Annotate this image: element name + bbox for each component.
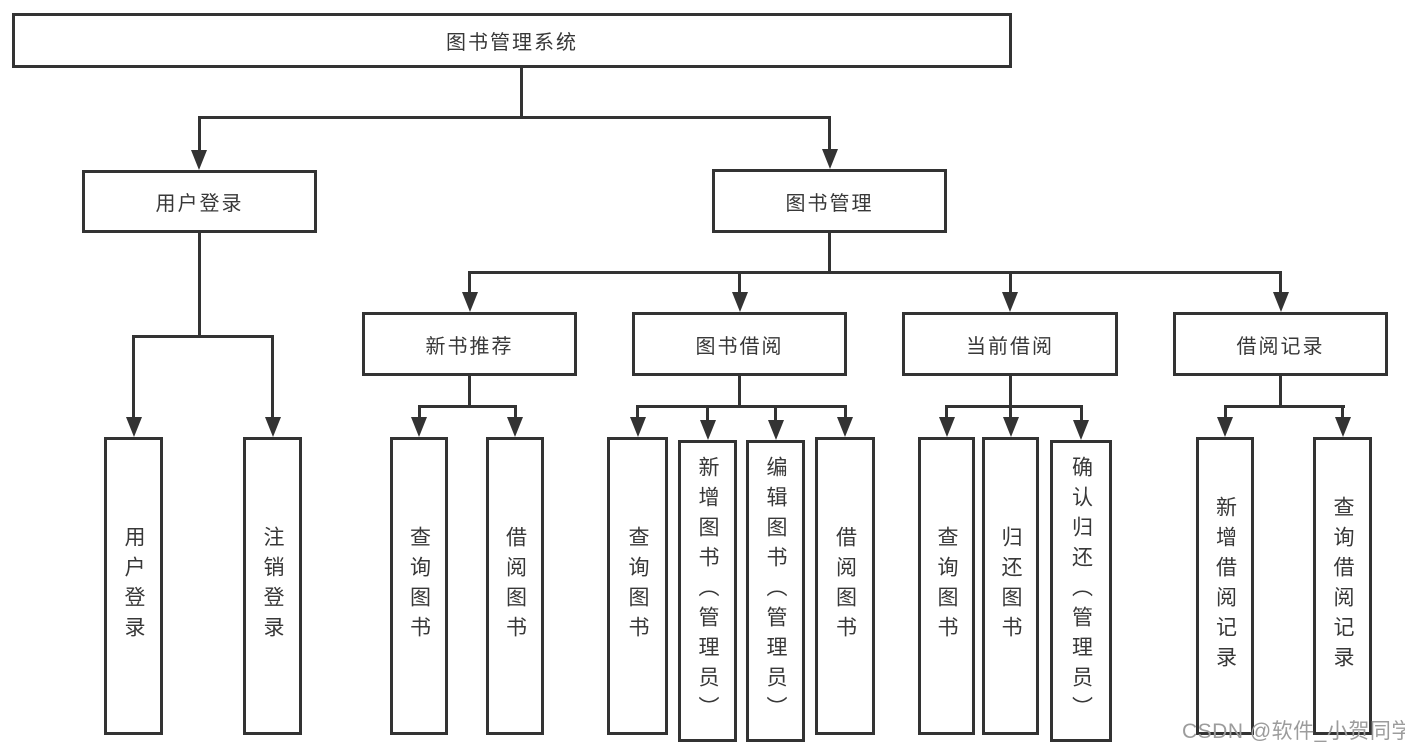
connector-to-borrow-records xyxy=(1279,272,1282,292)
arrow-to-user-login xyxy=(191,150,207,170)
arrow-to-borrow-book xyxy=(837,417,853,437)
csdn-watermark: CSDN @软件_小贺同学 xyxy=(1182,720,1405,743)
node-book-management: 图书管理 xyxy=(712,169,947,233)
connector-to-newrec-borrow xyxy=(513,406,517,417)
node-book-borrow-label: 图书借阅 xyxy=(695,335,784,358)
leaf-add-book-admin-label: 新增图书（管理员） xyxy=(696,456,719,726)
leaf-current-query-book-label: 查询图书 xyxy=(935,526,958,646)
leaf-add-book-admin: 新增图书（管理员） xyxy=(678,440,737,742)
leaf-edit-book-admin-label: 编辑图书（管理员） xyxy=(764,456,787,726)
arrow-to-leaf-user-login xyxy=(125,417,142,437)
connector-to-leaf-logout xyxy=(271,336,274,417)
arrow-to-current-query xyxy=(938,417,955,437)
connector-to-query-record xyxy=(1341,406,1344,417)
leaf-logout: 注销登录 xyxy=(243,437,302,735)
connector-to-newrec-query xyxy=(417,406,421,417)
leaf-add-borrow-record-label: 新增借阅记录 xyxy=(1213,496,1237,676)
connector-current-split xyxy=(945,404,1083,408)
connector-to-return-book xyxy=(1009,406,1012,417)
node-user-login: 用户登录 xyxy=(82,170,317,233)
node-current-borrow-label: 当前借阅 xyxy=(966,335,1054,358)
connector-records-split xyxy=(1223,404,1345,408)
arrow-to-new-book-recommend xyxy=(461,292,478,312)
node-current-borrow: 当前借阅 xyxy=(902,312,1118,376)
arrow-to-newrec-query xyxy=(411,417,427,437)
arrow-to-newrec-borrow xyxy=(507,417,523,437)
node-borrow-records-label: 借阅记录 xyxy=(1236,335,1325,358)
arrow-to-book-borrow xyxy=(731,292,748,312)
connector-newrec-stub xyxy=(468,376,471,406)
connector-borrow-stub xyxy=(738,376,741,406)
leaf-add-borrow-record: 新增借阅记录 xyxy=(1196,437,1254,735)
connector-to-borrow-book xyxy=(843,406,847,417)
arrow-to-leaf-logout xyxy=(264,417,281,437)
arrow-to-book-management xyxy=(821,149,838,169)
leaf-query-borrow-record-label: 查询借阅记录 xyxy=(1331,496,1354,676)
connector-to-add-book xyxy=(706,406,709,420)
leaf-borrow-query-book-label: 查询图书 xyxy=(626,526,649,646)
connector-newrec-split xyxy=(417,404,517,408)
connector-to-borrow-query xyxy=(636,406,639,417)
arrow-to-return-book xyxy=(1002,417,1019,437)
leaf-current-query-book: 查询图书 xyxy=(918,437,975,735)
arrow-to-confirm-return xyxy=(1073,420,1089,440)
connector-login-split xyxy=(132,334,274,338)
leaf-newrec-borrow-book: 借阅图书 xyxy=(486,437,544,735)
connector-root-split xyxy=(197,115,831,119)
node-root-system: 图书管理系统 xyxy=(12,13,1012,68)
arrow-to-edit-book xyxy=(767,420,784,440)
leaf-borrow-borrow-book-label: 借阅图书 xyxy=(833,526,857,646)
leaf-user-login-label: 用户登录 xyxy=(122,526,145,646)
connector-to-new-book-recommend xyxy=(468,272,471,292)
connector-to-book-management xyxy=(828,117,831,149)
node-book-borrow: 图书借阅 xyxy=(632,312,847,376)
connector-login-stub xyxy=(198,233,201,336)
leaf-user-login: 用户登录 xyxy=(104,437,163,735)
connector-to-current-borrow xyxy=(1008,272,1012,292)
leaf-borrow-query-book: 查询图书 xyxy=(607,437,668,735)
arrow-to-query-record xyxy=(1334,417,1351,437)
connector-borrow-split xyxy=(636,404,847,408)
arrow-to-current-borrow xyxy=(1002,292,1018,312)
connector-records-stub xyxy=(1279,376,1282,406)
leaf-logout-label: 注销登录 xyxy=(261,526,284,646)
arrow-to-add-book xyxy=(699,420,716,440)
node-new-book-recommend: 新书推荐 xyxy=(362,312,577,376)
connector-to-add-record xyxy=(1223,406,1227,417)
connector-mgmt-split xyxy=(468,270,1282,274)
node-borrow-records: 借阅记录 xyxy=(1173,312,1388,376)
arrow-to-borrow-records xyxy=(1272,292,1289,312)
leaf-return-book-label: 归还图书 xyxy=(999,526,1022,646)
leaf-return-book: 归还图书 xyxy=(982,437,1039,735)
connector-to-book-borrow xyxy=(738,272,741,292)
leaf-newrec-query-book-label: 查询图书 xyxy=(407,526,431,646)
connector-to-confirm-return xyxy=(1079,406,1083,420)
connector-to-edit-book xyxy=(774,406,777,420)
connector-mgmt-stub xyxy=(828,233,831,272)
leaf-newrec-query-book: 查询图书 xyxy=(390,437,448,735)
leaf-confirm-return-admin: 确认归还（管理员） xyxy=(1050,440,1112,742)
leaf-edit-book-admin: 编辑图书（管理员） xyxy=(746,440,805,742)
arrow-to-borrow-query xyxy=(629,417,646,437)
node-root-label: 图书管理系统 xyxy=(446,32,578,54)
node-book-management-label: 图书管理 xyxy=(785,192,874,215)
connector-current-stub xyxy=(1008,376,1012,406)
leaf-borrow-borrow-book: 借阅图书 xyxy=(815,437,875,735)
connector-to-leaf-user-login xyxy=(132,336,135,417)
leaf-newrec-borrow-book-label: 借阅图书 xyxy=(503,526,527,646)
node-user-login-label: 用户登录 xyxy=(155,193,244,215)
arrow-to-add-record xyxy=(1217,417,1233,437)
connector-to-user-login xyxy=(197,117,201,150)
leaf-confirm-return-admin-label: 确认归还（管理员） xyxy=(1069,456,1093,726)
leaf-query-borrow-record: 查询借阅记录 xyxy=(1313,437,1372,735)
connector-to-current-query xyxy=(945,406,948,417)
node-new-book-recommend-label: 新书推荐 xyxy=(425,335,514,358)
connector-root-stub xyxy=(519,68,523,117)
